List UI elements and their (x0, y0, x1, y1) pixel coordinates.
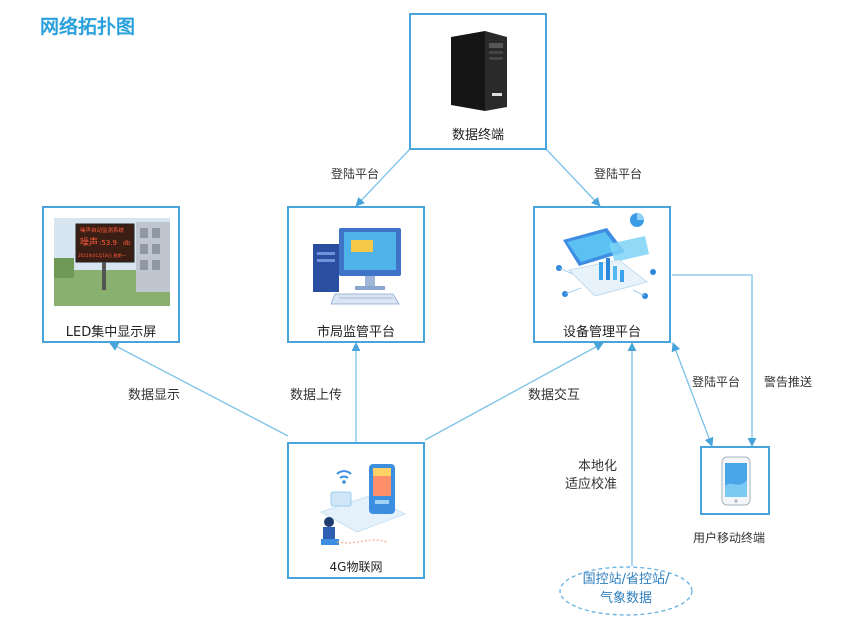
edge-label-localize-1: 本地化 (578, 459, 618, 474)
device-platform-label: 设备管理平台 (562, 325, 641, 340)
edge-label-login-right: 登陆平台 (594, 167, 643, 181)
management-dashboard-icon (556, 213, 656, 299)
page-title: 网络拓扑图 (40, 16, 136, 38)
data-terminal-node[interactable]: 数据终端 (409, 13, 547, 150)
edge-iot-device (424, 342, 604, 441)
station-label-line1: 国控站/省控站/ (582, 572, 670, 587)
edge-label-data-display: 数据显示 (128, 388, 181, 403)
edge-label-data-upload: 数据上传 (290, 388, 343, 403)
edge-label-alert-push: 警告推送 (764, 375, 813, 389)
edge-label-login-left: 登陆平台 (331, 167, 380, 181)
data-terminal-label: 数据终端 (451, 128, 504, 143)
edge-label-localize-2: 适应校准 (565, 477, 618, 492)
mobile-terminal-node[interactable] (700, 446, 770, 515)
desktop-computer-icon (313, 228, 401, 305)
iot-device-icon (320, 464, 406, 545)
edge-device-mobile (671, 342, 714, 447)
led-reading-value-text: :53.9 (99, 239, 117, 247)
station-label-line2: 气象数据 (599, 591, 652, 606)
iot-4g-label: 4G物联网 (329, 560, 383, 574)
mobile-terminal-label: 用户移动终端 (693, 531, 766, 545)
iot-4g-node[interactable]: 4G物联网 (287, 442, 425, 579)
device-platform-node[interactable]: 设备管理平台 (533, 206, 671, 343)
smartphone-icon (721, 456, 751, 506)
station-data-node[interactable]: 国控站/省控站/ 气象数据 (556, 570, 696, 608)
led-date-text: 2021年01月18日 星期一 (78, 252, 126, 259)
led-screen-node[interactable]: 噪声自动监测系统 噪声 :53.9 db 2021年01月18日 星期一 LED… (42, 206, 180, 343)
station-ellipse (559, 566, 693, 616)
led-heading-text: 噪声自动监测系统 (80, 226, 125, 234)
edge-label-login-mobile: 登陆平台 (692, 375, 741, 389)
city-platform-node[interactable]: 市局监管平台 (287, 206, 425, 343)
led-screen-label: LED集中显示屏 (65, 325, 157, 340)
edge-iot-led (109, 342, 289, 437)
edge-terminal-city (355, 148, 411, 207)
edge-label-data-exchange: 数据交互 (528, 388, 581, 403)
led-reading-label-text: 噪声 (80, 236, 98, 248)
city-platform-label: 市局监管平台 (316, 325, 395, 340)
led-reading-unit-text: db (123, 240, 131, 247)
edge-alert-mobile (672, 274, 757, 447)
edge-terminal-device (545, 148, 601, 207)
server-icon (451, 31, 507, 111)
led-billboard-image: 噪声自动监测系统 噪声 :53.9 db 2021年01月18日 星期一 (54, 218, 170, 306)
